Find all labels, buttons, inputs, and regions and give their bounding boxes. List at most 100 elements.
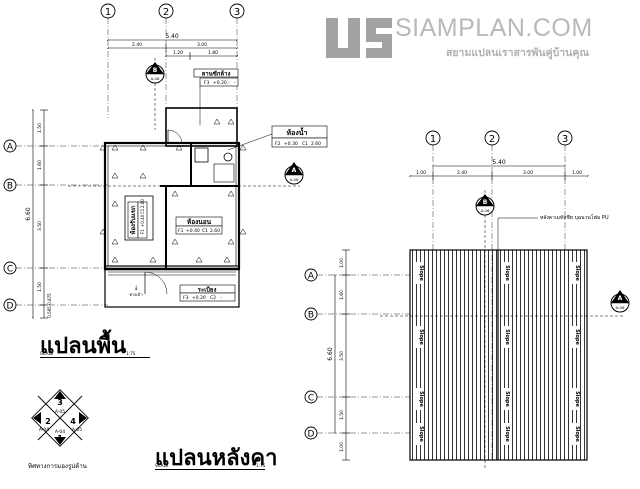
svg-text:F3: F3 xyxy=(183,295,189,301)
floor-plan-title: แปลนพื้น xyxy=(40,334,127,359)
svg-text:2: 2 xyxy=(163,7,169,18)
svg-text:F2: F2 xyxy=(275,141,281,147)
roof-dim-v2: 3.50 xyxy=(339,351,345,361)
svg-text:+0.40: +0.40 xyxy=(186,228,200,234)
svg-text:C1: C1 xyxy=(140,208,145,214)
svg-text:B: B xyxy=(153,67,158,74)
svg-text:D: D xyxy=(7,302,14,312)
svg-text:Slope: Slope xyxy=(418,391,424,407)
svg-text:2.60: 2.60 xyxy=(311,141,321,147)
svg-text:ห้องน้ำ: ห้องน้ำ xyxy=(287,126,308,137)
room-tag-living-room: ห้องรับแขก F1 +0.40 C1 2.60 xyxy=(127,199,148,239)
roof-dim-v-top: 1.00 xyxy=(339,258,345,268)
svg-text:-: - xyxy=(234,81,236,86)
svg-text:A-06: A-06 xyxy=(290,177,299,182)
svg-text:A: A xyxy=(618,295,623,302)
logo-text: SIAMPLAN.COM xyxy=(395,14,593,42)
floor-grid-column-2: 2 xyxy=(158,3,174,105)
floor-dim-v2: 1.60 xyxy=(37,160,43,170)
svg-text:C: C xyxy=(308,394,314,404)
svg-text:Slope: Slope xyxy=(504,265,510,281)
svg-text:C1: C1 xyxy=(302,141,308,147)
roof-grid-row-b: B xyxy=(304,307,410,321)
svg-text:Slope: Slope xyxy=(418,426,424,442)
svg-text:2.60: 2.60 xyxy=(210,228,220,234)
entrance-arrow-icon: ↓ xyxy=(133,285,138,292)
svg-text:Slope: Slope xyxy=(574,329,580,345)
svg-text:+0.30: +0.30 xyxy=(284,141,298,147)
floor-section-marker-b: B A-06 xyxy=(145,58,165,130)
svg-text:Slope: Slope xyxy=(574,391,580,407)
room-tag-bedroom: ห้องนอน F1 +0.40 C1 2.60 xyxy=(175,216,223,235)
svg-text:A-06: A-06 xyxy=(481,208,490,213)
roof-dim-left: 2.40 xyxy=(457,170,467,176)
elevation-key-caption: ทิศทางการมองรูปด้าน xyxy=(28,463,87,470)
svg-text:A-05: A-05 xyxy=(55,409,65,415)
svg-text:3: 3 xyxy=(562,134,568,145)
roof-grid-row-a: A xyxy=(304,268,410,282)
elevation-key-label-4: 4 xyxy=(70,417,76,426)
svg-text:Slope: Slope xyxy=(574,426,580,442)
floor-dim-v4: 1.50 xyxy=(37,282,43,292)
svg-text:Slope: Slope xyxy=(418,329,424,345)
svg-text:-: - xyxy=(220,296,222,301)
floor-plan-scale-value: 1:75 xyxy=(126,351,136,356)
floor-dim-v5: 0.875 xyxy=(47,293,52,305)
floor-grid-column-1: 1 xyxy=(100,3,116,118)
roof-grid-row-d: D xyxy=(304,426,410,440)
floor-grid-column-3: 3 xyxy=(229,3,245,118)
svg-text:Slope: Slope xyxy=(574,265,580,281)
svg-text:Slope: Slope xyxy=(504,329,510,345)
svg-text:B: B xyxy=(483,199,488,206)
svg-text:A: A xyxy=(308,272,315,282)
floor-grid-row-d: D xyxy=(3,298,108,312)
floor-dim-total-width: 5.40 xyxy=(165,33,179,40)
svg-text:+0.20: +0.20 xyxy=(192,295,206,301)
roof-dimension-left xyxy=(335,249,350,461)
roof-grid-column-3: 3 xyxy=(557,130,573,250)
svg-text:+0.20: +0.20 xyxy=(213,80,227,86)
svg-text:F1: F1 xyxy=(140,229,145,234)
roof-plan-title-underline xyxy=(155,469,265,470)
svg-text:Slope: Slope xyxy=(504,391,510,407)
floor-plan: 1 2 3 5.40 2.40 3.0 xyxy=(3,3,328,318)
logo-tagline: สยามแปลนเราสารพันคู่บ้านคุณ xyxy=(446,47,590,59)
roof-dim-overhang-right: 1.00 xyxy=(572,170,582,176)
roof-dim-overhang-left: 1.00 xyxy=(416,170,426,176)
floor-plan-scale-label: SCALE xyxy=(40,351,54,356)
roof-grid-column-1: 1 xyxy=(425,130,441,250)
roof-dim-right: 3.00 xyxy=(523,170,533,176)
svg-text:A-04: A-04 xyxy=(55,429,65,435)
floor-dim-left: 2.40 xyxy=(132,42,142,48)
roof-dim-total-depth: 6.60 xyxy=(327,347,334,361)
floor-dim-sub-b: 1.80 xyxy=(208,50,218,56)
svg-text:2: 2 xyxy=(489,134,495,145)
svg-text:ห้องนอน: ห้องนอน xyxy=(187,217,212,226)
svg-text:ระเบียง: ระเบียง xyxy=(198,286,217,294)
roof-grid-row-c: C xyxy=(304,390,410,404)
entrance-label: ทางเข้า xyxy=(129,292,142,297)
svg-text:F1: F1 xyxy=(178,228,184,234)
svg-text:F3: F3 xyxy=(204,80,210,86)
roof-dim-total-width: 5.40 xyxy=(492,159,506,166)
elevation-key: 3 2 4 1 A-05 A-04 A-05 A-04 xyxy=(31,389,89,447)
roof-section-marker-b: B A-06 xyxy=(475,190,495,470)
floor-dimension-left xyxy=(33,110,48,318)
svg-text:2.60: 2.60 xyxy=(140,199,145,208)
svg-text:ห้องรับแขก: ห้องรับแขก xyxy=(129,205,137,234)
roof-dimension-top xyxy=(410,166,588,180)
roof-section-marker-a: A A-06 xyxy=(380,290,630,317)
floor-walls xyxy=(103,107,241,308)
svg-text:A-06: A-06 xyxy=(616,305,625,310)
svg-text:D: D xyxy=(308,430,315,440)
svg-text:A: A xyxy=(7,143,14,153)
svg-text:1: 1 xyxy=(430,134,436,145)
svg-text:+0.40: +0.40 xyxy=(140,214,145,227)
floor-section-marker-a: A A-06 xyxy=(68,162,304,187)
roof-slope-labels: Slope Slope Slope Slope Slope Slope Slop… xyxy=(416,262,580,445)
floor-grid-row-c: C xyxy=(3,261,108,275)
floor-plan-title-underline xyxy=(40,357,150,358)
roof-material-note: หลังคาเมทัลชีท บุฉนวนโฟม PU xyxy=(540,214,609,221)
svg-text:A: A xyxy=(292,167,297,174)
